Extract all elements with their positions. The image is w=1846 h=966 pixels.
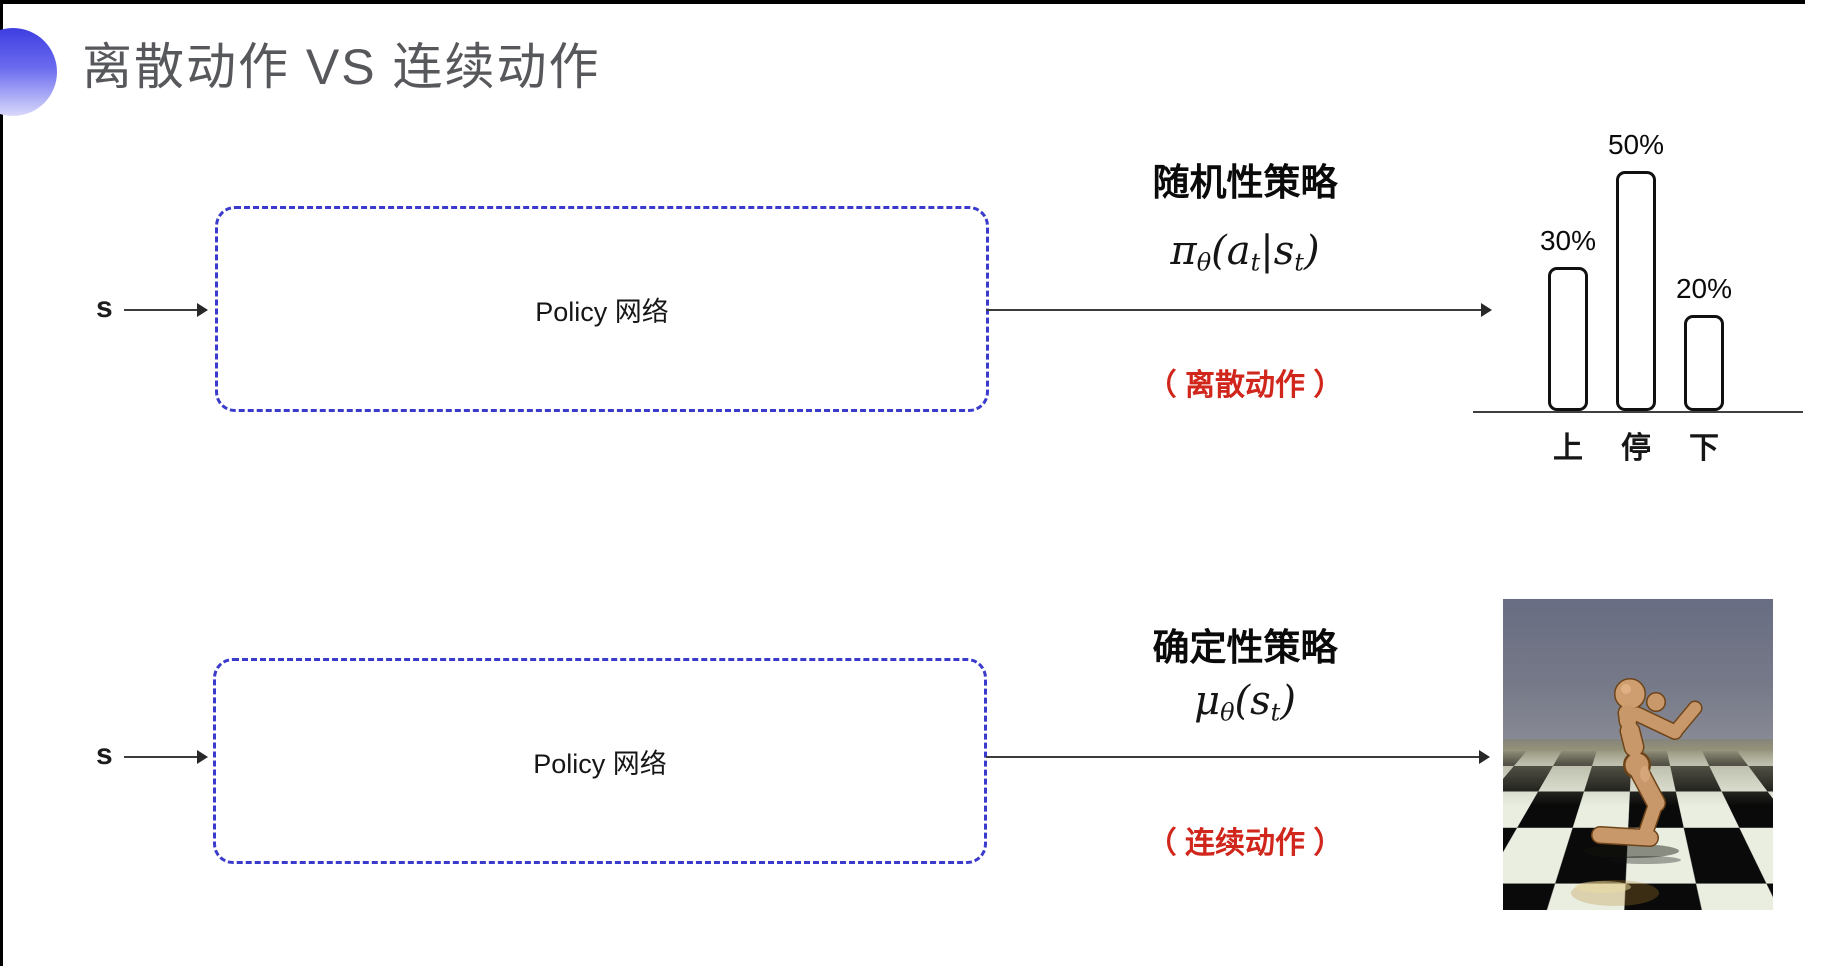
formula-symbol: (a [1211,228,1251,274]
humanoid-simulation-image [1503,599,1773,910]
state-input-label-bottom: s [96,738,113,771]
formula-symbol: (s [1234,678,1271,724]
bar-stop [1616,171,1656,411]
formula-subscript: t [1250,248,1261,277]
policy-formula-bottom: μθ(st) [1080,678,1410,727]
input-arrow-top [124,303,208,317]
policy-network-box-top: Policy 网络 [215,206,989,412]
bar-category-label: 下 [1689,432,1719,465]
state-input-label-top: s [96,291,113,324]
policy-network-box-bottom: Policy 网络 [213,658,987,864]
formula-symbol: |s [1260,228,1295,274]
bar-up [1548,267,1588,411]
formula-subscript: θ [1196,248,1212,277]
formula-subscript: t [1294,248,1304,277]
bar-value-label: 30% [1539,225,1597,256]
output-arrow-bottom [986,750,1490,764]
policy-type-top: 随机性策略 [1152,162,1338,203]
policy-network-label-bottom: Policy 网络 [533,748,667,779]
input-arrow-bottom [124,750,208,764]
policy-formula-top: πθ(at|st) [1080,228,1410,277]
bar-value-label: 20% [1675,273,1733,304]
top-border [0,0,1805,4]
left-border [0,0,3,966]
action-probability-chart: 30% 50% 20% 上 停 下 [1473,98,1803,465]
formula-symbol: π [1170,228,1197,274]
policy-type-bottom: 确定性策略 [1152,627,1338,668]
bar-down [1684,315,1724,411]
formula-symbol: μ [1194,678,1221,724]
formula-symbol: ) [1303,228,1320,274]
title-accent-circle [0,28,57,116]
bar-value-label: 50% [1607,129,1665,160]
policy-network-label-top: Policy 网络 [535,296,669,327]
action-type-note-top: （ 离散动作 ） [1146,369,1344,402]
humanoid-figure [1571,678,1703,906]
page-title: 离散动作 VS 连续动作 [82,39,601,95]
formula-symbol: ) [1280,678,1296,724]
output-arrow-top [986,303,1492,317]
bar-category-label: 停 [1621,432,1651,465]
formula-subscript: θ [1220,698,1235,727]
formula-subscript: t [1270,698,1281,727]
bar-category-label: 上 [1553,432,1583,465]
action-type-note-bottom: （ 连续动作 ） [1146,827,1344,860]
